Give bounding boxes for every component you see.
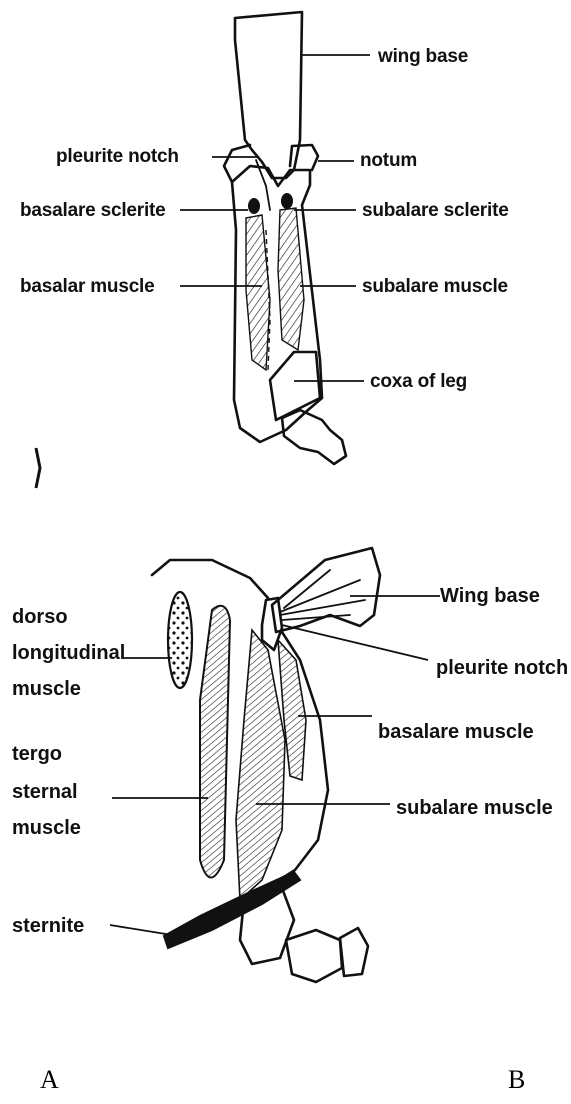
b-label-muscle-2: muscle: [12, 817, 81, 839]
b-leader-pleurite-notch: [282, 625, 428, 660]
b-label-pleurite-notch: pleurite notch: [436, 657, 568, 679]
b-label-longitudinal: longitudinal: [12, 642, 125, 664]
a-label-subalare-sclerite: subalare sclerite: [362, 200, 509, 221]
b-leg-segment-3: [340, 928, 368, 976]
a-coxa-shape: [270, 352, 320, 420]
a-label-subalare-muscle: subalare muscle: [362, 276, 508, 297]
caption-b: B: [508, 1065, 525, 1094]
a-label-wing-base: wing base: [377, 46, 468, 67]
b-label-muscle-1: muscle: [12, 678, 81, 700]
b-dorso-longitudinal-muscle-shape: [168, 592, 192, 688]
a-label-basalar-muscle: basalar muscle: [20, 276, 155, 297]
b-label-subalare-muscle: subalare muscle: [396, 797, 553, 819]
figure-a: wing base pleurite notch notum basalare …: [20, 12, 509, 488]
b-wing-veins: [280, 570, 365, 620]
b-leader-sternite: [110, 925, 172, 935]
a-leg-segment-shape: [282, 410, 346, 464]
a-thorax-outline: [232, 166, 322, 442]
a-subalare-sclerite-shape: [281, 193, 293, 209]
a-label-basalare-sclerite: basalare sclerite: [20, 200, 166, 221]
a-label-coxa-of-leg: coxa of leg: [370, 371, 467, 392]
b-label-dorso: dorso: [12, 606, 68, 628]
a-scan-mark: [36, 448, 40, 488]
figure-b: Wing base pleurite notch dorso longitudi…: [12, 548, 568, 982]
a-label-pleurite-notch: pleurite notch: [56, 146, 179, 167]
b-label-tergo: tergo: [12, 743, 62, 765]
caption-a: A: [40, 1065, 59, 1094]
b-leg-segment-2: [286, 930, 342, 982]
b-label-sternite: sternite: [12, 915, 84, 937]
a-label-notum: notum: [360, 150, 417, 171]
a-subalare-muscle-shape: [278, 208, 304, 350]
b-label-basalare-muscle: basalare muscle: [378, 721, 534, 743]
b-label-sternal: sternal: [12, 781, 78, 803]
a-basalar-muscle-shape: [246, 215, 270, 370]
b-sternite-shape: [164, 872, 300, 948]
b-tergum-outline: [152, 560, 268, 598]
b-subalare-muscle-shape: [236, 630, 285, 900]
b-tergo-sternal-muscle-shape: [200, 606, 230, 878]
a-basalare-sclerite-shape: [248, 198, 260, 214]
b-label-wing-base: Wing base: [440, 585, 540, 607]
